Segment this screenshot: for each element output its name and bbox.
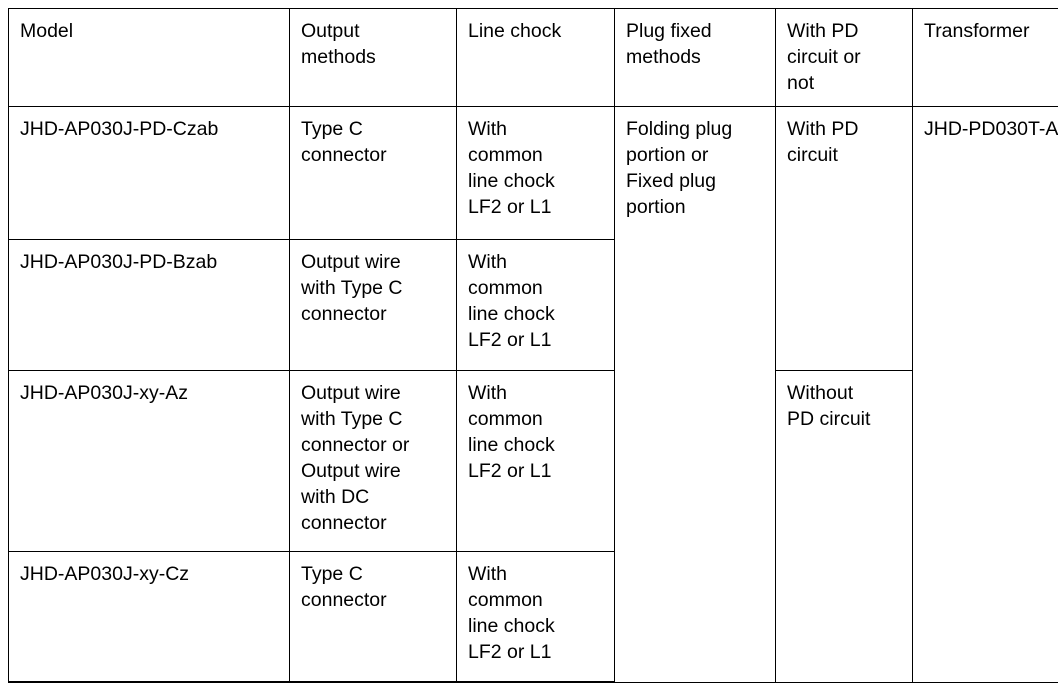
cell-without-pd-circuit-merged: Without PD circuit [776, 371, 913, 683]
cell-line-chock-3: With common line chock LF2 or L1 [457, 371, 615, 552]
cell-model-1: JHD-AP030J-PD-Czab [9, 107, 290, 240]
cell-model-3: JHD-AP030J-xy-Az [9, 371, 290, 552]
table-row: JHD-AP030J-PD-Czab Type C connector With… [9, 107, 1058, 240]
cell-line-chock-1: With common line chock LF2 or L1 [457, 107, 615, 240]
header-cell-output-methods: Output methods [290, 9, 457, 107]
cell-line-chock-4: With common line chock LF2 or L1 [457, 552, 615, 683]
cell-output-2: Output wire with Type C connector [290, 240, 457, 371]
cell-transformer-merged: JHD-PD030T-A [913, 107, 1058, 683]
cell-model-2: JHD-AP030J-PD-Bzab [9, 240, 290, 371]
header-cell-line-chock: Line chock [457, 9, 615, 107]
product-specification-table: Model Output methods Line chock Plug fix… [8, 8, 1058, 683]
header-cell-model: Model [9, 9, 290, 107]
header-cell-plug-fixed-methods: Plug fixed methods [615, 9, 776, 107]
cell-output-3: Output wire with Type C connector or Out… [290, 371, 457, 552]
cell-plug-fixed-methods-merged: Folding plug portion or Fixed plug porti… [615, 107, 776, 683]
cell-output-1: Type C connector [290, 107, 457, 240]
table-row: JHD-AP030J-xy-Az Output wire with Type C… [9, 371, 1058, 552]
cell-model-4: JHD-AP030J-xy-Cz [9, 552, 290, 683]
cell-with-pd-circuit-merged: With PD circuit [776, 107, 913, 371]
page-canvas: Model Output methods Line chock Plug fix… [0, 0, 1058, 646]
header-cell-transformer: Transformer [913, 9, 1058, 107]
cell-line-chock-2: With common line chock LF2 or L1 [457, 240, 615, 371]
header-cell-with-pd-circuit-or-not: With PD circuit or not [776, 9, 913, 107]
cell-output-4: Type C connector [290, 552, 457, 683]
table-header-row: Model Output methods Line chock Plug fix… [9, 9, 1058, 107]
